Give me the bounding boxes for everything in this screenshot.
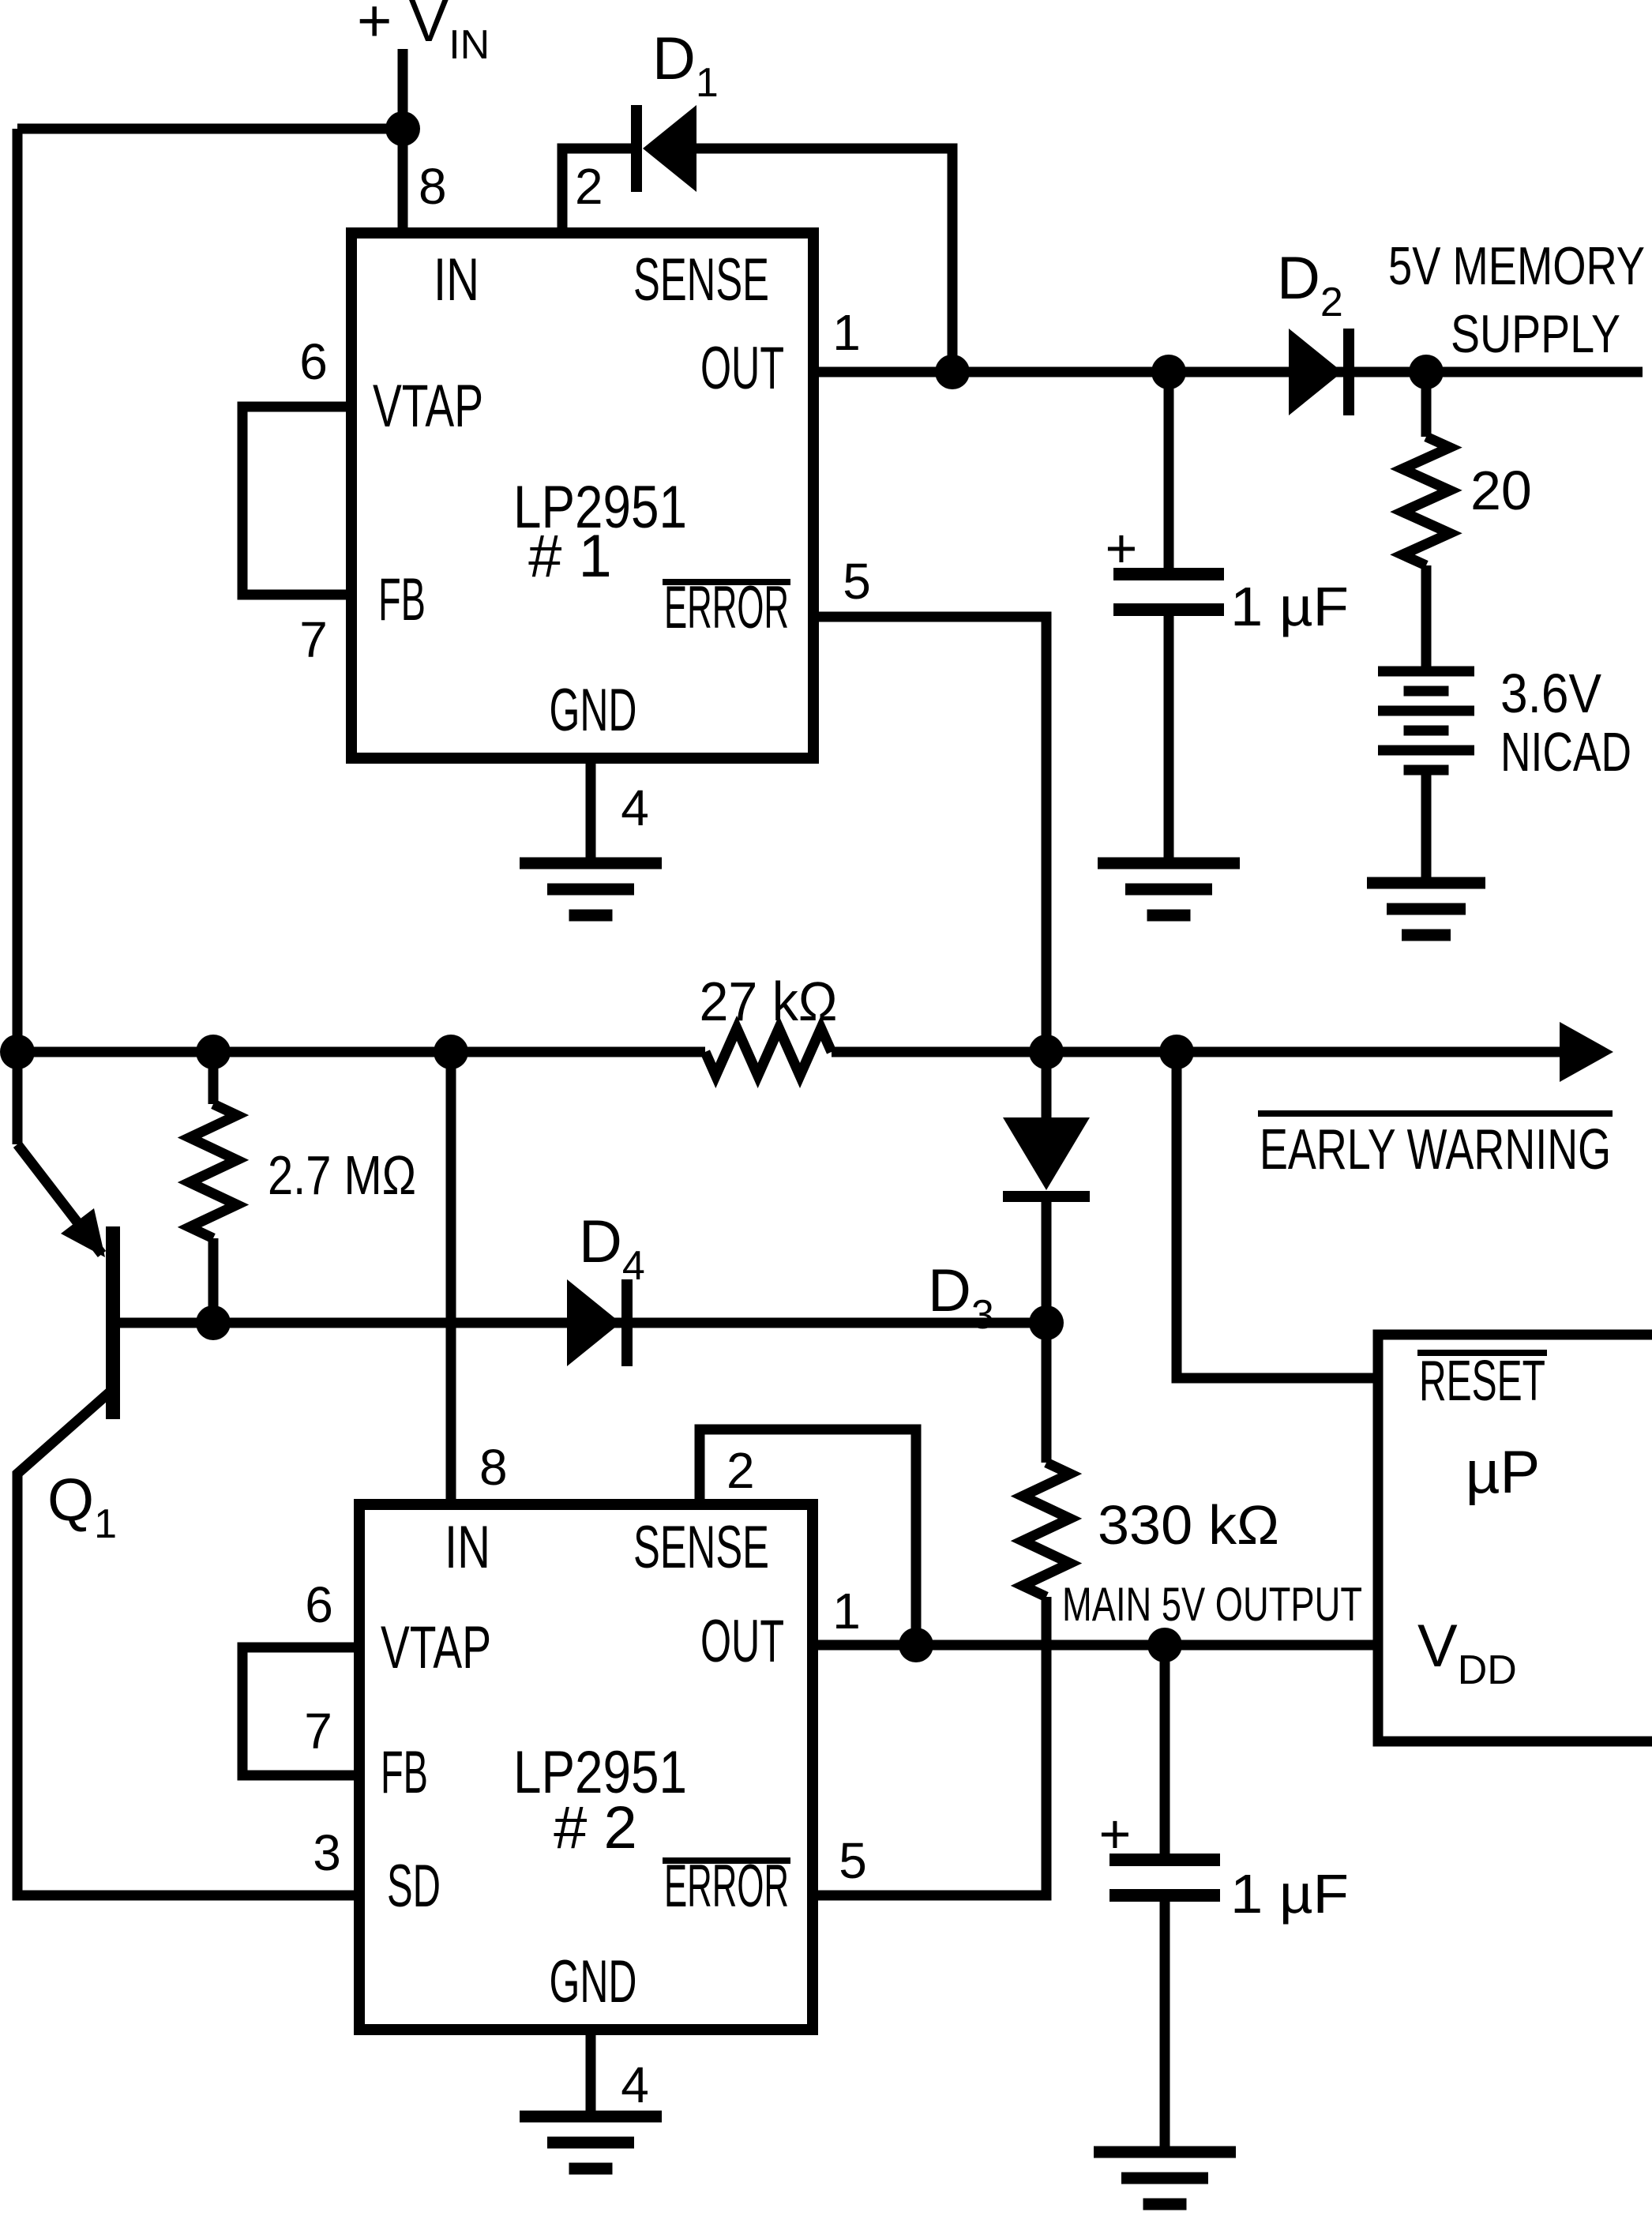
cap2-plus-label: + (1099, 1803, 1132, 1865)
cap1-junction (1151, 355, 1186, 389)
sense1-loop (557, 143, 638, 233)
pin6-1-label: 6 (299, 333, 328, 390)
sense2-label: SENSE (633, 1514, 769, 1581)
vin-junction (385, 111, 420, 146)
r330k-label: 330 kΩ (1098, 1494, 1279, 1556)
early-warning-arrowhead (1560, 1022, 1613, 1082)
r330-error2-path (813, 1597, 1052, 1901)
d1-diode-bar (631, 105, 642, 192)
number1-label: # 1 (528, 523, 612, 590)
lp2951-2-body (354, 1499, 818, 2035)
r330k-resistor (1010, 1458, 1083, 1602)
gnd1-label: GND (550, 677, 637, 744)
cap2-value-label: 1 µF (1230, 1863, 1349, 1925)
q1-base-bar (106, 1226, 120, 1419)
pin7-2-label: 7 (304, 1703, 332, 1760)
pin8-1-label: 8 (419, 158, 447, 215)
vtap1-fb1-jumper (237, 401, 351, 600)
reset-rail-junction (1159, 1035, 1194, 1069)
vtap2-label: VTAP (381, 1614, 491, 1681)
d1-label: D1 (652, 25, 719, 106)
vtap2-fb2-jumper (237, 1642, 359, 1781)
d1-diode (643, 105, 696, 192)
r20-label: 20 (1470, 460, 1532, 521)
error1-link (813, 611, 1052, 1052)
pin1-2-label: 1 (832, 1583, 861, 1639)
r27k-label: 27 kΩ (700, 971, 838, 1032)
r2m7-resistor (177, 1099, 250, 1243)
lp2951-1-label: LP2951 (513, 474, 687, 541)
main-output-label: MAIN 5V OUTPUT (1062, 1578, 1362, 1631)
pin5-1-label: 5 (843, 553, 871, 610)
pin1-1-label: 1 (832, 304, 861, 361)
d4-label: D4 (579, 1208, 645, 1289)
q1-base-junction (196, 1305, 231, 1340)
r2m7-rail-junction (196, 1035, 231, 1069)
error2-label: ERROR (664, 1853, 789, 1920)
d2-diode (1289, 329, 1342, 415)
out2-label: OUT (700, 1608, 784, 1675)
d3-d4-junction (1029, 1305, 1064, 1340)
early-warning-label: EARLY WARNING (1260, 1118, 1611, 1181)
pin6-2-label: 6 (305, 1576, 333, 1633)
number2-label: # 2 (554, 1794, 637, 1861)
memory-supply-label-1: 5V MEMORY (1388, 236, 1645, 296)
pin8-2-rail-junction (434, 1035, 468, 1069)
d4-diode (567, 1279, 621, 1366)
pin2-1-label: 2 (575, 158, 603, 215)
fb1-label: FB (378, 566, 426, 633)
r2m7-label: 2.7 MΩ (268, 1144, 416, 1206)
cap1-value-label: 1 µF (1230, 576, 1349, 637)
sd2-label: SD (387, 1853, 441, 1920)
battery-type-label: NICAD (1500, 721, 1631, 783)
cap1-plus-label: + (1106, 517, 1138, 579)
memory-supply-label-2: SUPPLY (1451, 304, 1620, 364)
q1-label: Q1 (47, 1467, 117, 1547)
battery-voltage-label: 3.6V (1500, 663, 1601, 724)
r27k-resistor (700, 1015, 836, 1089)
vin-label: + VIN (357, 0, 490, 68)
pin4-1-label: 4 (621, 779, 649, 836)
d4-diode-bar (621, 1279, 633, 1366)
reset-label: RESET (1419, 1350, 1545, 1413)
vdd-label: VDD (1417, 1613, 1517, 1693)
d2-diode-bar (1343, 329, 1354, 415)
pin5-2-label: 5 (839, 1832, 867, 1889)
q1-collector-sd-path (12, 1387, 359, 1901)
reset-link (1171, 1052, 1378, 1384)
vtap1-label: VTAP (373, 373, 483, 440)
rail-left-junction (0, 1035, 35, 1069)
microprocessor-outline (1372, 1329, 1652, 1747)
sense2-loop (694, 1424, 922, 1645)
pin3-2-label: 3 (313, 1824, 341, 1881)
d1-out-junction (935, 355, 970, 389)
d3-rail-junction (1029, 1035, 1064, 1069)
sense2-out-junction (899, 1628, 933, 1662)
d3-diode-bar (1003, 1191, 1090, 1202)
d3-label: D3 (928, 1257, 994, 1338)
d1-out-link (693, 143, 958, 372)
pin2-2-label: 2 (727, 1442, 755, 1499)
gnd2-label: GND (550, 1948, 637, 2015)
error1-label: ERROR (664, 574, 789, 641)
fb2-label: FB (381, 1739, 428, 1806)
lp2951-1-body (346, 227, 819, 764)
r20-resistor (1390, 432, 1462, 570)
sense1-label: SENSE (633, 246, 769, 314)
memory-tap-junction (1409, 355, 1444, 389)
cap2-junction (1147, 1628, 1182, 1662)
microprocessor-label: µP (1466, 1439, 1540, 1506)
q1-emitter-arrowhead (61, 1208, 105, 1257)
d3-diode (1003, 1117, 1090, 1190)
lp2951-2-label: LP2951 (513, 1739, 687, 1806)
pin4-2-label: 4 (621, 2056, 649, 2113)
d2-label: D2 (1277, 245, 1343, 325)
in1-label: IN (434, 246, 479, 314)
in2-label: IN (445, 1514, 490, 1581)
out1-label: OUT (700, 335, 784, 402)
pin7-1-label: 7 (299, 611, 328, 668)
pin8-2-label: 8 (479, 1439, 508, 1496)
